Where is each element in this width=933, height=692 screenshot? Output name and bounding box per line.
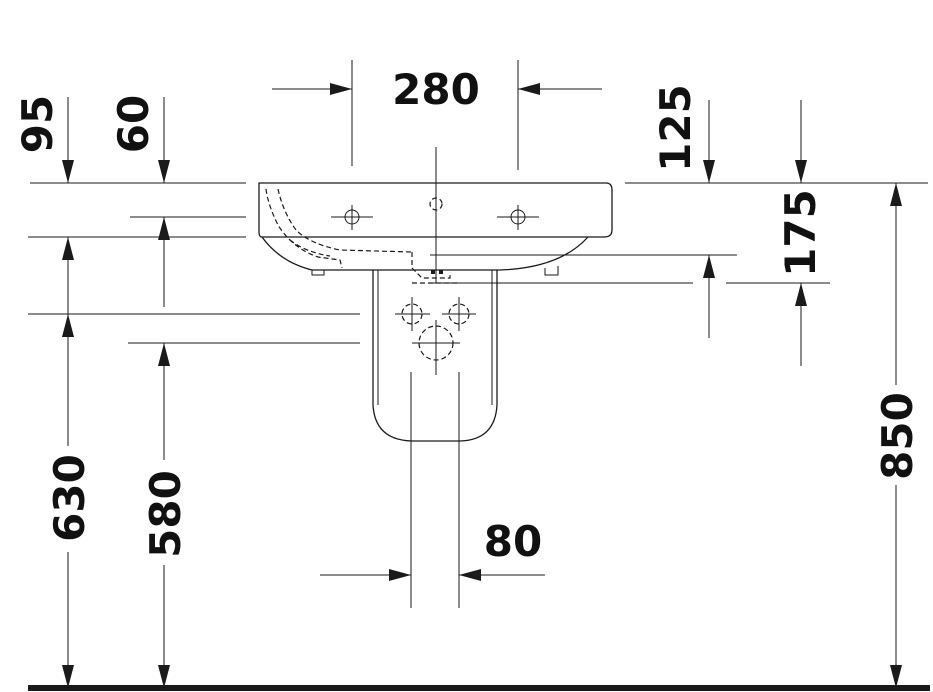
connection-right-icon xyxy=(442,297,476,331)
dimension-850: 850 xyxy=(873,183,922,688)
dimension-280: 280 xyxy=(272,65,602,114)
tap-hole-centre-icon xyxy=(429,197,443,211)
dimension-label-125: 125 xyxy=(651,84,700,172)
dimension-label-95: 95 xyxy=(13,95,62,153)
dimension-label-280: 280 xyxy=(392,65,480,114)
connection-left-icon xyxy=(395,297,430,331)
tap-hole-left-icon xyxy=(331,205,373,230)
waste-pipe xyxy=(410,372,460,608)
dimension-80: 80 xyxy=(320,517,545,581)
dimension-label-850: 850 xyxy=(873,392,922,480)
waste-outlet-icon xyxy=(412,320,460,375)
reference-lines xyxy=(28,60,928,344)
dimension-label-580: 580 xyxy=(141,470,190,558)
tap-hole-right-icon xyxy=(497,205,539,230)
semi-pedestal xyxy=(372,270,498,442)
dimension-label-175: 175 xyxy=(776,189,825,277)
dimension-175: 175 xyxy=(776,100,825,366)
dimension-60: 60 xyxy=(109,95,170,307)
drain-markers xyxy=(412,270,460,284)
dimension-125: 125 xyxy=(651,84,715,338)
dimension-label-80: 80 xyxy=(484,517,542,566)
dimension-580: 580 xyxy=(141,343,190,688)
washbasin xyxy=(258,182,613,279)
dimension-label-60: 60 xyxy=(109,95,158,153)
dimension-label-630: 630 xyxy=(45,454,94,542)
dimension-95: 95 xyxy=(13,95,74,183)
dimension-630: 630 xyxy=(45,237,94,688)
